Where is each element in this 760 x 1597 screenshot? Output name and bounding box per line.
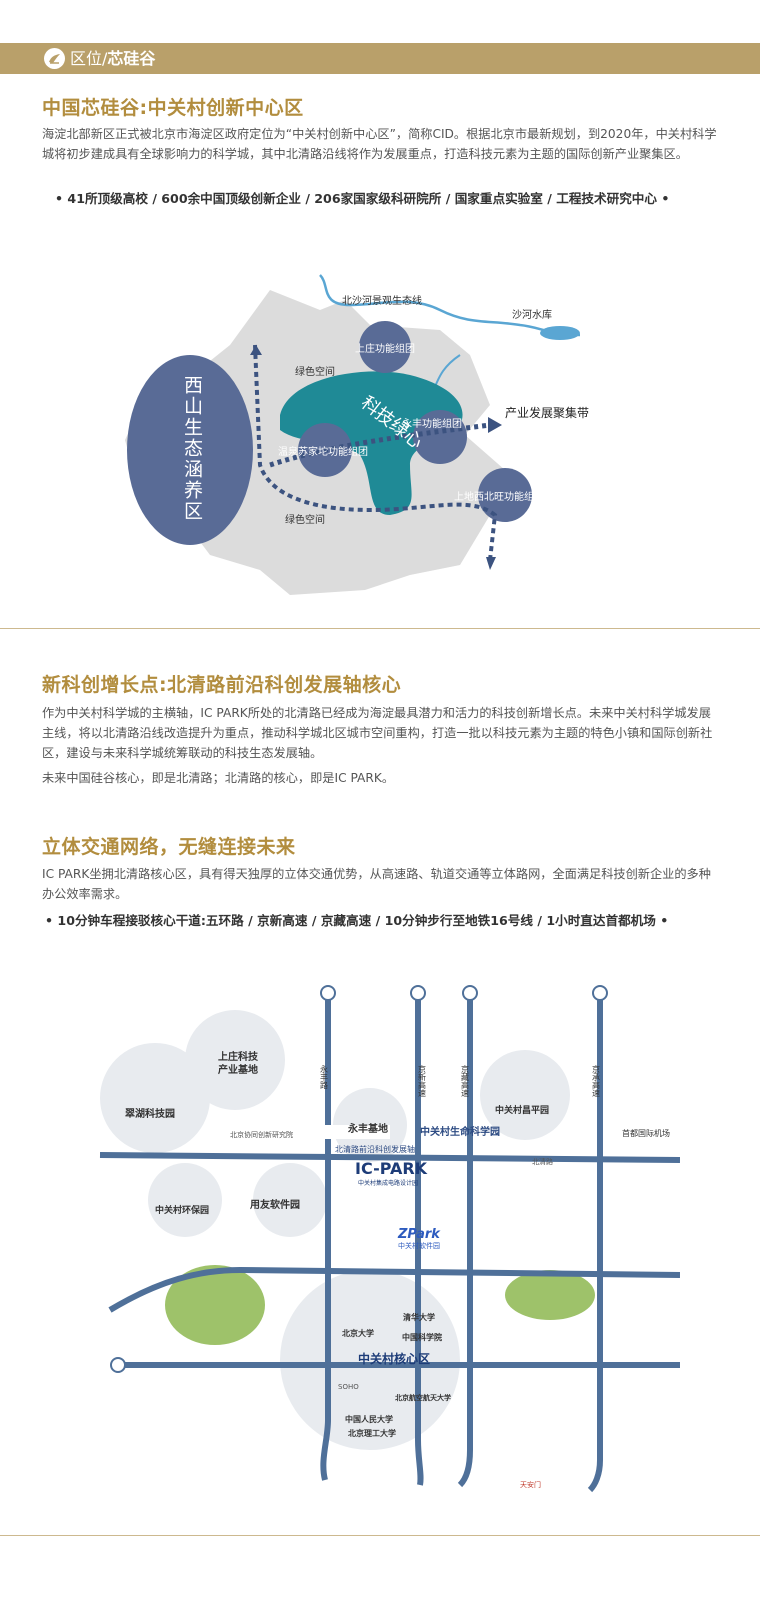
label-zpark: ZPark bbox=[397, 1227, 441, 1242]
label-xishan: 西山生态涵养区 bbox=[181, 375, 203, 522]
section2-paragraph2: 未来中国硅谷核心，即是北清路；北清路的核心，即是IC PARK。 bbox=[42, 771, 395, 785]
label-tsinghua: 清华大学 bbox=[403, 1312, 435, 1322]
label-pku: 北京大学 bbox=[342, 1328, 374, 1338]
label-yongfeng-road: 永丰路 bbox=[320, 1064, 329, 1089]
label-green-bottom: 绿色空间 bbox=[285, 513, 325, 526]
label-zpark-sub: 中关村软件园 bbox=[398, 1241, 440, 1250]
label-north-wetland: 北沙河景观生态线 bbox=[342, 294, 422, 307]
label-bit: 北京理工大学 bbox=[348, 1428, 396, 1438]
label-ruc: 中国人民大学 bbox=[345, 1414, 393, 1424]
transport-map: 上庄科技 产业基地 翠湖科技园 永丰基地 北清路前沿科创发展轴 IC-PARK … bbox=[99, 985, 680, 1493]
cid-map: 北沙河景观生态线 沙河水库 上庄功能组团 绿色空间 科技绿心 永丰功能组团 产业… bbox=[125, 274, 589, 595]
label-shangzhuang: 上庄功能组团 bbox=[355, 342, 415, 355]
label-wenquan: 温泉苏家坨功能组团 bbox=[278, 445, 368, 458]
label-core: 中关村核心区 bbox=[358, 1351, 430, 1366]
label-yongfeng: 永丰功能组团 bbox=[402, 417, 462, 430]
xibeiwang-circle bbox=[478, 468, 532, 522]
label-buaa: 北京航空航天大学 bbox=[395, 1393, 451, 1402]
label-cuihu: 翠湖科技园 bbox=[125, 1107, 175, 1120]
label-jingcheng: 京承高速 bbox=[592, 1064, 601, 1098]
label-jingxin: 京新高速 bbox=[418, 1064, 427, 1098]
section3-heading: 立体交通网络，无缝连接未来 bbox=[42, 836, 296, 858]
label-tiananmen: 天安门 bbox=[520, 1480, 541, 1489]
shangzhuang-circle bbox=[359, 321, 411, 373]
label-life-science: 中关村生命科学园 bbox=[420, 1125, 500, 1138]
section3-paragraph: IC PARK坐拥北清路核心区，具有得天独厚的立体交通优势，从高速路、轨道交通等… bbox=[42, 867, 711, 901]
section-banner: 区位/芯硅谷 bbox=[0, 43, 760, 74]
label-soho: SOHO bbox=[338, 1383, 359, 1391]
label-yonyou: 用友软件园 bbox=[249, 1198, 300, 1211]
yongfeng-circle bbox=[413, 410, 467, 464]
label-changping: 中关村昌平园 bbox=[495, 1104, 549, 1116]
section1-bullets: • 41所顶级高校 / 600余中国顶级创新企业 / 206家国家级科研院所 /… bbox=[55, 191, 670, 206]
section2-paragraph1: 作为中关村科学城的主横轴，IC PARK所处的北清路已经成为海淀最具潜力和活力的… bbox=[42, 706, 713, 760]
banner-prefix: 区位/ bbox=[70, 49, 108, 68]
logo-icon bbox=[44, 48, 65, 69]
footer-divider bbox=[0, 1535, 760, 1536]
xishan-text: 西山生态涵养区 bbox=[181, 375, 203, 522]
label-shangzhuang-base: 上庄科技 bbox=[218, 1050, 259, 1063]
label-cas: 中国科学院 bbox=[402, 1332, 442, 1342]
label-huanbao: 中关村环保园 bbox=[155, 1204, 209, 1216]
label-jingzang: 京藏高速 bbox=[461, 1064, 470, 1098]
label-icpark: IC-PARK bbox=[355, 1159, 428, 1178]
section1-paragraph: 海淀北部新区正式被北京市海淀区政府定位为“中关村创新中心区”，简称CID。根据北… bbox=[42, 127, 717, 161]
banner-title: 区位/芯硅谷 bbox=[70, 48, 155, 69]
section2-heading: 新科创增长点:北清路前沿科创发展轴核心 bbox=[42, 674, 402, 696]
section1-heading: 中国芯硅谷:中关村创新中心区 bbox=[42, 97, 304, 119]
label-icpark-sub: 中关村集成电路设计园 bbox=[358, 1179, 418, 1187]
label-beida-lib: 北京协同创新研究院 bbox=[230, 1130, 293, 1139]
label-industry-belt: 产业发展聚集带 bbox=[505, 405, 589, 420]
section-divider bbox=[0, 628, 760, 629]
label-beiqing-axis: 北清路前沿科创发展轴 bbox=[335, 1144, 415, 1154]
label-airport: 首都国际机场 bbox=[622, 1128, 670, 1138]
label-shangzhuang-base2: 产业基地 bbox=[218, 1063, 258, 1076]
banner-title-bold: 芯硅谷 bbox=[107, 49, 156, 68]
road-labels: 永丰路 京新高速 京藏高速 京承高速 bbox=[320, 1064, 601, 1098]
label-green-top: 绿色空间 bbox=[295, 365, 335, 378]
keji-lvxin bbox=[280, 371, 463, 515]
section3-bullets: • 10分钟车程接驳核心干道:五环路 / 京新高速 / 京藏高速 / 10分钟步… bbox=[45, 913, 669, 928]
label-reservoir: 沙河水库 bbox=[512, 308, 552, 321]
label-xibeiwang: 上地西北旺功能组团 bbox=[454, 490, 544, 503]
label-beiqing-road: 北清路 bbox=[532, 1157, 553, 1166]
label-yongfeng-base: 永丰基地 bbox=[347, 1122, 388, 1135]
xishan-zone bbox=[127, 355, 253, 545]
